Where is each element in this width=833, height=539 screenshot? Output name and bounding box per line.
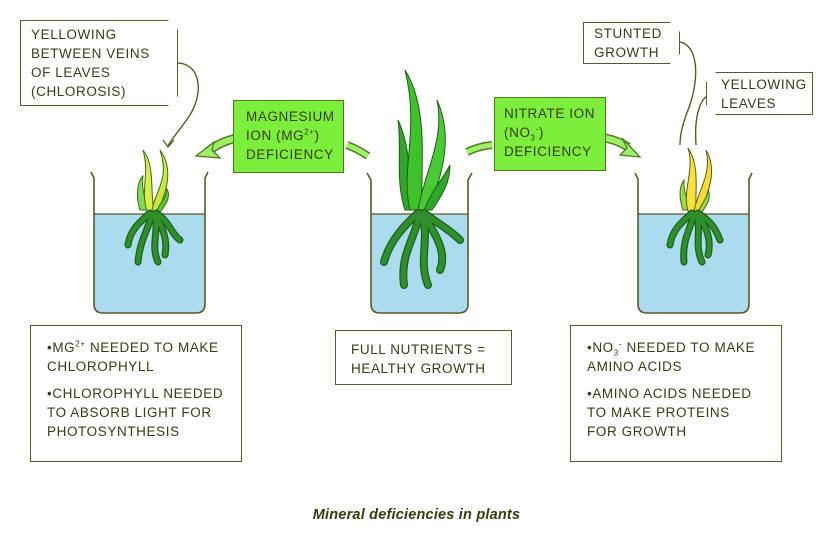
nitrate-deficiency-box: NITRATE ION (NO3-) DEFICIENCY: [494, 97, 606, 171]
figure-caption: Mineral deficiencies in plants: [312, 507, 521, 523]
info-bullet: •Mg2+ NEEDED TO MAKE CHLOROPHYLL: [47, 339, 219, 374]
info-line: FULL NUTRIENTS =: [351, 342, 486, 357]
tag-line: (CHLOROSIS): [31, 84, 127, 99]
info-line: HEALTHY GROWTH: [351, 361, 486, 376]
plant-nitrate-deficient: [666, 147, 724, 266]
symptom-tag-chlorosis: YELLOWING BETWEEN VEINS OF LEAVES (CHLOR…: [20, 20, 178, 106]
tag-line: YELLOWING: [721, 77, 807, 92]
magnesium-deficiency-box: MAGNESIUM ION (Mg2+) DEFICIENCY: [233, 100, 344, 173]
arrow-from-center-right: [465, 141, 493, 156]
tag-line: OF LEAVES: [31, 65, 111, 80]
tag-line: LEAVES: [721, 96, 777, 111]
deficiency-line: NITRATE ION: [504, 106, 596, 121]
connector-chlorosis: [167, 62, 199, 147]
arrow-to-magnesium-deficient: [194, 133, 239, 159]
plant-healthy: [380, 69, 464, 289]
tag-line: BETWEEN VEINS: [31, 46, 150, 61]
deficiency-line: MAGNESIUM: [246, 109, 335, 124]
info-bullet: •CHLOROPHYLL NEEDED TO ABSORB LIGHT FOR …: [47, 386, 224, 439]
symptom-tag-yellowing-leaves: YELLOWING LEAVES: [706, 72, 813, 115]
full-nutrients-info-box: FULL NUTRIENTS = HEALTHY GROWTH: [335, 330, 512, 385]
tag-line: STUNTED: [594, 26, 662, 41]
nitrate-info-box: •NO3- NEEDED TO MAKE AMINO ACIDS •AMINO …: [570, 325, 782, 462]
deficiency-line: DEFICIENCY: [246, 147, 334, 162]
info-bullet: •AMINO ACIDS NEEDED TO MAKE PROTEINS FOR…: [587, 386, 752, 439]
arrow-to-nitrate-deficient: [604, 133, 642, 158]
connector-arrowhead-left: [162, 139, 175, 149]
arrow-from-center-left: [345, 141, 371, 160]
deficiency-line: ION (Mg2+): [246, 127, 320, 143]
magnesium-info-box: •Mg2+ NEEDED TO MAKE CHLOROPHYLL •CHLORO…: [30, 325, 242, 462]
plant-magnesium-deficient: [124, 149, 184, 266]
connector-stunted: [672, 41, 697, 146]
symptom-tag-stunted-growth: STUNTED GROWTH: [583, 22, 680, 64]
info-bullet: •NO3- NEEDED TO MAKE AMINO ACIDS: [587, 339, 756, 374]
tag-line: YELLOWING: [31, 27, 117, 42]
tag-line: GROWTH: [594, 45, 660, 60]
deficiency-line: (NO3-): [504, 124, 544, 143]
deficiency-line: DEFICIENCY: [504, 144, 592, 159]
